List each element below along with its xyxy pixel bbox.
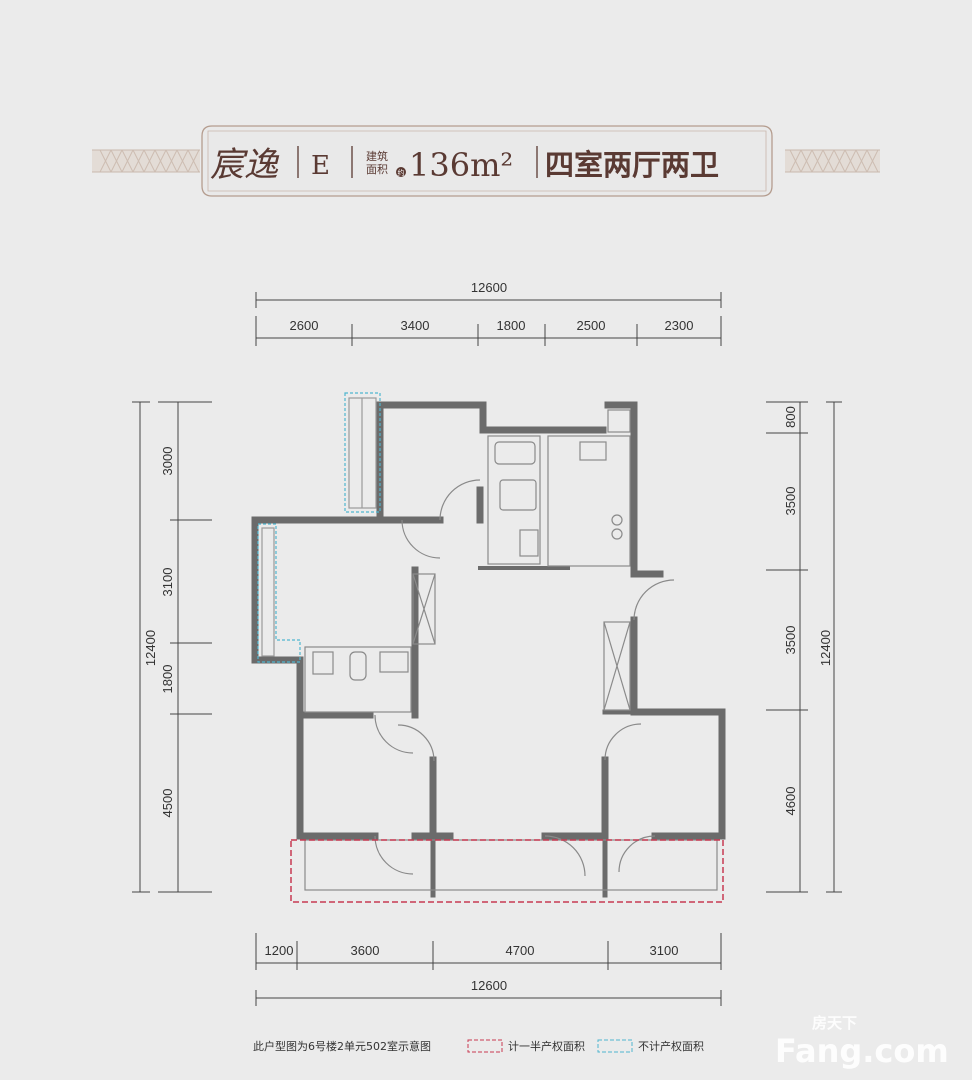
top-dim-5: 2300	[665, 318, 694, 333]
bottom-dim-1: 1200	[265, 943, 294, 958]
right-dim-3: 3500	[783, 626, 798, 655]
half-counted-area	[290, 839, 724, 903]
top-dim-3: 1800	[497, 318, 526, 333]
watermark-small: 房天下	[812, 1014, 857, 1032]
legend-half-label: 计一半产权面积	[508, 1039, 585, 1053]
right-dim-2: 3500	[783, 487, 798, 516]
left-dim-2: 3100	[160, 568, 175, 597]
top-total-dim: 12600	[471, 280, 507, 295]
right-dimension-lines	[766, 401, 842, 893]
legend-half-swatch	[467, 1039, 503, 1053]
top-dim-1: 2600	[290, 318, 319, 333]
left-total-dim: 12400	[143, 630, 158, 666]
right-dim-4: 4600	[783, 787, 798, 816]
area-label-line2: 面积	[366, 163, 388, 176]
floorplan-walls	[251, 401, 726, 898]
banner-frame	[201, 125, 773, 197]
top-dimension-lines	[255, 292, 722, 346]
right-total-dim: 12400	[818, 630, 833, 666]
left-dimension-lines	[132, 401, 212, 893]
right-dim-1: 800	[783, 406, 798, 428]
left-dim-1: 3000	[160, 447, 175, 476]
footer-note: 此户型图为6号楼2单元502室示意图	[253, 1039, 431, 1053]
unit-type: E	[311, 151, 330, 181]
area-label-approx: 约	[398, 168, 405, 177]
project-name: 宸逸	[210, 145, 280, 185]
layout-desc: 四室两厅两卫	[545, 148, 719, 182]
fang-watermark: 房天下 Fang.com	[775, 1014, 949, 1070]
bottom-total-dim: 12600	[471, 978, 507, 993]
legend-none-swatch	[597, 1039, 633, 1053]
legend-none-label: 不计产权面积	[638, 1039, 704, 1053]
bottom-dimension-lines	[255, 933, 722, 1006]
approx-badge	[396, 167, 406, 177]
floorplan-thin-lines	[304, 409, 718, 891]
bottom-dim-4: 3100	[650, 943, 679, 958]
watermark-large: Fang.com	[775, 1032, 949, 1070]
title-banner: 宸逸 E 建筑 面积 约 136m² 四室两厅两卫	[92, 125, 880, 197]
non-counted-area	[257, 392, 381, 663]
left-dim-3: 1800	[160, 665, 175, 694]
top-dim-4: 2500	[577, 318, 606, 333]
top-dim-2: 3400	[401, 318, 430, 333]
left-dim-4: 4500	[160, 789, 175, 818]
area-label-line1: 建筑	[366, 149, 388, 163]
area-value: 136m²	[409, 146, 513, 184]
bottom-dim-2: 3600	[351, 943, 380, 958]
bottom-dim-3: 4700	[506, 943, 535, 958]
balcony-frames	[261, 397, 377, 657]
